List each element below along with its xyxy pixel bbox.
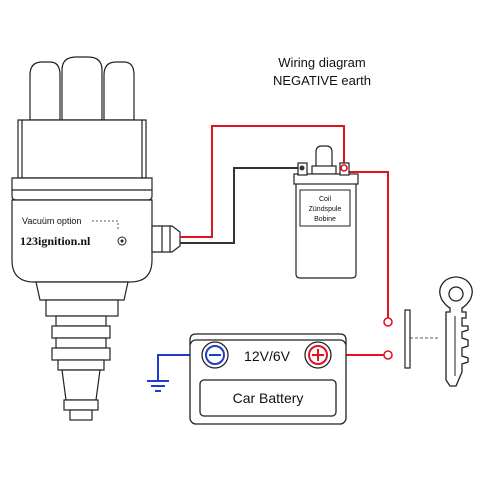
battery-voltage-label: 12V/6V xyxy=(244,348,291,364)
title-line-1: Wiring diagram xyxy=(278,55,365,70)
cap-tower-center xyxy=(61,56,103,121)
switch-contact-bottom xyxy=(383,350,393,360)
coil-label-line-2: Zündspule xyxy=(309,206,342,213)
distributor-cap xyxy=(17,119,147,179)
cable-gland xyxy=(151,225,181,253)
distributor-shank xyxy=(35,281,129,301)
wire-distributor-to-coil-positive xyxy=(180,125,345,238)
ignition-key-icon xyxy=(439,276,473,387)
battery-name-label: Car Battery xyxy=(233,390,304,406)
earth-ground-icon xyxy=(147,380,169,392)
wire-coil-to-ignition-switch xyxy=(344,171,389,318)
title-line-2: NEGATIVE earth xyxy=(273,73,371,88)
brand-label: 123ignition.nl xyxy=(20,234,91,248)
shaft-collar xyxy=(45,299,119,317)
vacuum-port-center xyxy=(120,239,124,243)
coil-label-line-3: Bobine xyxy=(314,216,336,223)
vacuum-dashed-leader xyxy=(92,220,119,230)
cap-tower-right xyxy=(103,61,135,121)
wire-battery-negative-to-earth xyxy=(157,354,202,380)
battery-lid xyxy=(199,379,337,417)
coil-label-box xyxy=(299,189,351,227)
cap-ring xyxy=(11,177,153,201)
battery-negative-terminal xyxy=(201,341,229,369)
battery-positive-terminal xyxy=(304,341,332,369)
wire-distributor-to-coil-negative xyxy=(180,167,301,244)
coil-negative-terminal xyxy=(299,165,305,171)
switch-contact-top xyxy=(383,317,393,327)
cap-tower-left xyxy=(29,61,61,121)
coil-positive-terminal xyxy=(340,164,348,172)
drive-dog xyxy=(69,409,93,421)
coil-label-line-1: Coil xyxy=(319,196,332,203)
ignition-lock-plate xyxy=(404,309,411,369)
distributor-housing xyxy=(11,199,153,283)
distributor xyxy=(11,56,181,421)
vacuum-option-label: Vacuüm option xyxy=(22,216,81,226)
distributor-shaft xyxy=(61,369,101,401)
